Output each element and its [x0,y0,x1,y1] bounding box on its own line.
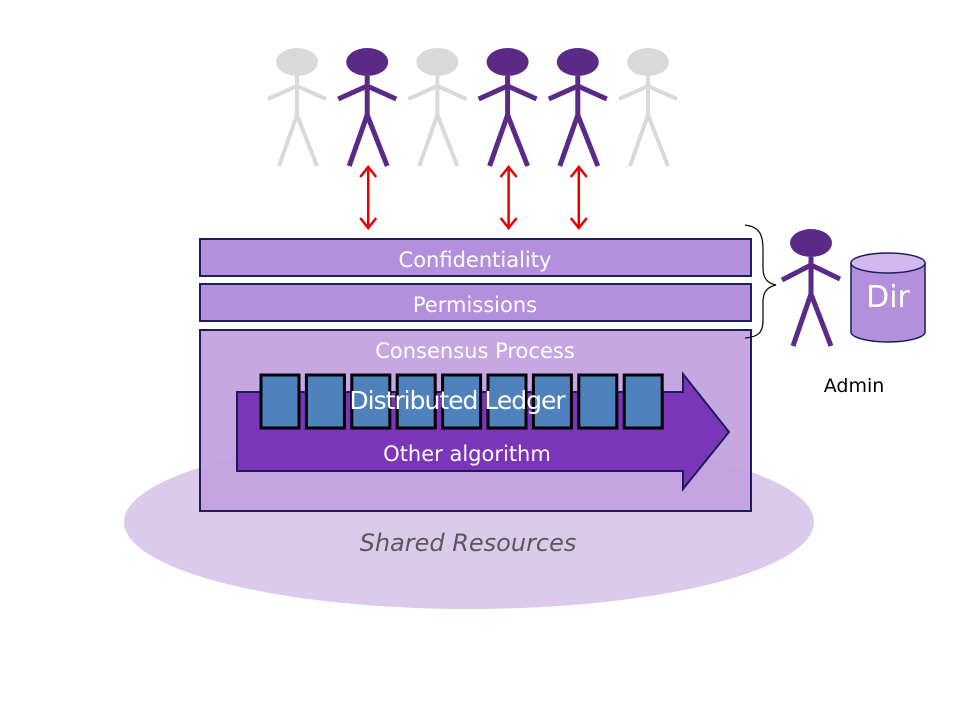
user-figure-5-active[interactable] [547,48,608,167]
access-arrow-4 [499,164,518,231]
user-right-arm [506,83,538,102]
user-left-arm [477,83,509,102]
user-left-arm [618,84,649,101]
user-head [416,48,459,76]
user-figure-2-active[interactable] [337,48,398,167]
user-figure-3-inactive[interactable] [407,48,468,167]
confidentiality-label: Confidentiality [399,248,552,272]
ledger-blocks [259,373,664,430]
user-right-arm [576,83,608,102]
users-group [267,48,678,167]
ledger-block-7[interactable] [531,373,573,430]
user-left-leg [417,114,440,167]
user-left-leg [487,114,510,167]
user-right-leg [646,114,670,167]
user-right-leg [364,114,390,167]
user-right-arm [436,84,468,101]
directory-database-icon[interactable] [850,252,926,343]
user-left-arm [407,84,439,101]
access-arrow-2 [359,164,378,231]
user-left-leg [346,114,370,167]
user-figure-4-active[interactable] [477,48,538,167]
admin-label: Admin [824,375,885,397]
user-left-leg [277,114,299,167]
ledger-block-5[interactable] [441,373,483,430]
ledger-block-3[interactable] [350,373,392,430]
ledger-block-8[interactable] [577,373,619,430]
consensus-process-label: Consensus Process [375,339,575,363]
access-arrow-5 [569,164,588,231]
user-head [346,48,389,76]
other-algorithm-label: Other algorithm [383,442,551,466]
user-head [627,48,669,76]
user-right-arm [647,84,678,101]
user-right-leg [575,114,601,167]
user-left-leg [628,114,650,167]
access-arrows [359,164,588,231]
ledger-block-1[interactable] [259,373,301,430]
permissions-label: Permissions [413,293,537,317]
user-right-leg [505,114,530,167]
user-right-leg [435,114,460,167]
shared-resources-label: Shared Resources [360,529,577,557]
user-head [486,48,529,76]
user-right-arm [296,84,327,101]
ledger-block-4[interactable] [395,373,437,430]
user-head [556,48,599,76]
user-left-arm [337,83,369,102]
permissions-layer[interactable] [199,283,752,322]
user-left-arm [547,83,579,102]
distributed-ledger-label: Distributed Ledger [349,386,566,415]
user-right-arm [366,83,398,102]
user-head [276,48,318,76]
admin-user-icon[interactable] [780,229,842,347]
user-left-leg [557,114,581,167]
admin-scope-brace [744,224,777,339]
ledger-block-2[interactable] [304,373,346,430]
confidentiality-layer[interactable] [199,238,752,277]
user-left-arm [267,84,298,101]
directory-label: Dir [866,280,910,315]
user-figure-1-inactive[interactable] [267,48,327,167]
user-right-leg [295,114,319,167]
ledger-block-6[interactable] [486,373,528,430]
user-figure-6-inactive[interactable] [618,48,678,167]
ledger-block-9[interactable] [622,373,664,430]
